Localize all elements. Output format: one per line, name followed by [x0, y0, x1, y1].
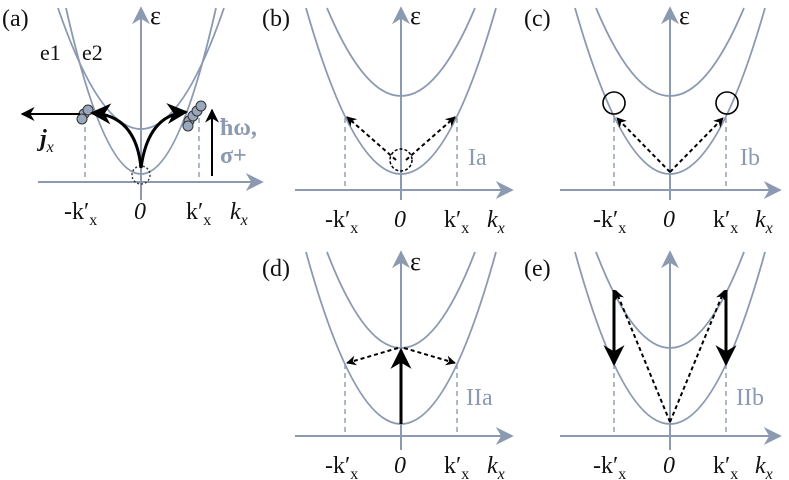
panel-d-tick-zero: 0 — [394, 453, 406, 479]
panel-c-energy-label: ε — [679, 1, 690, 30]
panel-e-k-label: kx — [755, 453, 773, 480]
panel-a-tick-minus: -k′x — [64, 199, 97, 229]
panel-a-current-label: jx — [36, 126, 54, 156]
panel-b: (b) ε Ia -k′x 0 k′x kx — [262, 1, 514, 237]
panel-b-tick-zero: 0 — [394, 207, 406, 233]
panel-b-spin-circle — [389, 148, 413, 172]
panel-a-tick-plus: k′x — [186, 199, 211, 229]
panel-c-k-label: kx — [755, 207, 773, 237]
panel-c-band-e1 — [574, 7, 766, 175]
panel-a-k-label: kx — [230, 199, 248, 229]
panel-e-transition-right — [669, 290, 726, 423]
panel-c-tick-minus: -k′x — [593, 207, 626, 237]
panel-c-tick-plus: k′x — [713, 207, 738, 237]
panel-b-transition-right — [405, 116, 456, 161]
panel-b-label: (b) — [262, 6, 290, 32]
panel-d-energy-label: ε — [410, 247, 421, 276]
panel-d-k-label: kx — [487, 453, 505, 480]
panel-c-mechanism-label: Ib — [740, 145, 760, 171]
panel-c-band-e2 — [595, 7, 745, 97]
panel-e-transition-left — [614, 290, 671, 423]
panel-a-transition-left — [89, 103, 143, 169]
panel-a-band1-label: e1 — [40, 40, 61, 65]
panel-a-photon-label-2: σ+ — [220, 143, 247, 169]
panel-d: (d) ε IIa -k′x 0 k′x kx — [262, 247, 514, 480]
panel-c-label: (c) — [524, 6, 551, 32]
panel-b-transition-left — [346, 116, 397, 161]
panel-a-photon-label-1: ħω, — [220, 115, 257, 141]
panel-a-band2-label: e2 — [82, 40, 103, 65]
panel-c-transition-right — [669, 117, 724, 173]
panel-b-mechanism-label: Ia — [468, 145, 487, 171]
panel-d-label: (d) — [262, 256, 290, 282]
panel-e-label: (e) — [524, 256, 551, 282]
panel-e-mechanism-label: IIb — [736, 385, 764, 411]
panel-b-energy-label: ε — [410, 1, 421, 30]
panel-c-transition-left — [616, 117, 671, 173]
panel-e: (e) IIb -k′x 0 k′x kx — [524, 250, 782, 480]
panel-a-energy-label: ε — [150, 1, 161, 30]
panel-b-tick-plus: k′x — [444, 207, 469, 237]
panel-c-spin-circle-left — [602, 91, 626, 115]
panel-a-band-e2 — [65, 7, 217, 175]
panel-d-tick-minus: -k′x — [325, 453, 358, 480]
panel-e-tick-minus: -k′x — [593, 453, 626, 480]
panel-e-tick-plus: k′x — [713, 453, 738, 480]
panel-b-band-e1 — [305, 7, 497, 175]
panel-b-k-label: kx — [487, 207, 505, 237]
panel-a-electrons-plus — [182, 100, 207, 132]
panel-c: (c) ε Ib -k′x 0 k′x kx — [524, 1, 782, 237]
panel-d-relax-left — [346, 347, 399, 366]
panel-a-ground-electrons — [131, 165, 151, 185]
panel-d-tick-plus: k′x — [444, 453, 469, 480]
panel-b-band-e2 — [326, 7, 476, 97]
panel-e-tick-zero: 0 — [663, 453, 675, 479]
panel-d-relax-right — [403, 347, 456, 366]
panel-b-tick-minus: -k′x — [325, 207, 358, 237]
panel-c-tick-zero: 0 — [663, 207, 675, 233]
panel-c-spin-circle-right — [715, 91, 739, 115]
panel-d-mechanism-label: IIa — [466, 385, 493, 411]
panel-a: (a) ε e1 e2 jx ħω, σ+ -k′x 0 k′x — [2, 1, 264, 229]
panel-e-band-e1 — [574, 251, 766, 425]
panel-a-label: (a) — [2, 6, 29, 32]
panel-a-transition-right — [139, 103, 189, 169]
panel-a-tick-zero: 0 — [134, 199, 146, 225]
